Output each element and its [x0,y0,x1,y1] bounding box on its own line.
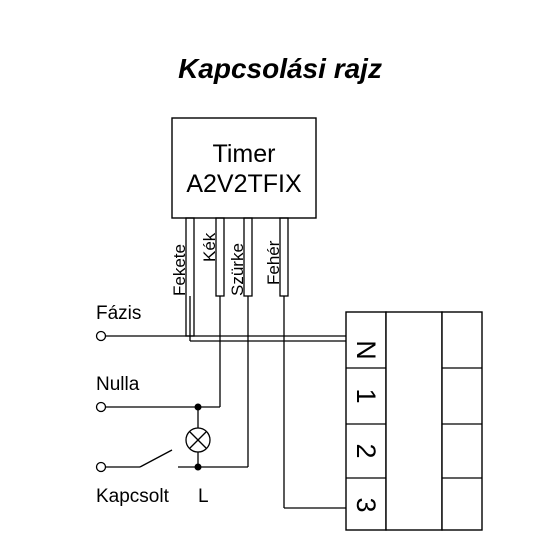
wire-label-szurke: Szürke [228,243,247,296]
diagram-title: Kapcsolási rajz [178,53,382,84]
block-terminal-n: N [351,340,381,360]
terminal-kapcsolt [95,461,107,473]
wire-label-kek: Kék [200,232,219,262]
lamp-icon [185,427,211,453]
wire-label-feher: Fehér [264,240,283,285]
terminal-block [345,311,483,531]
label-nulla: Nulla [96,374,140,395]
junction-dot [194,403,202,411]
label-l: L [198,486,209,507]
wire-label-fekete: Fekete [170,244,189,296]
wires [106,296,346,509]
block-terminal-3: 3 [351,497,381,512]
terminal-nulla [95,401,107,413]
timer-label: Timer [213,140,276,168]
label-kapcsolt: Kapcsolt [96,486,170,507]
terminal-fazis [95,330,107,342]
timer-model: A2V2TFIX [186,170,302,198]
timer-box [171,117,317,219]
block-terminal-1: 1 [351,388,381,403]
junction-dot [194,463,202,471]
label-fazis: Fázis [96,303,141,324]
switch-lever [139,449,173,468]
block-terminal-2: 2 [351,443,381,458]
